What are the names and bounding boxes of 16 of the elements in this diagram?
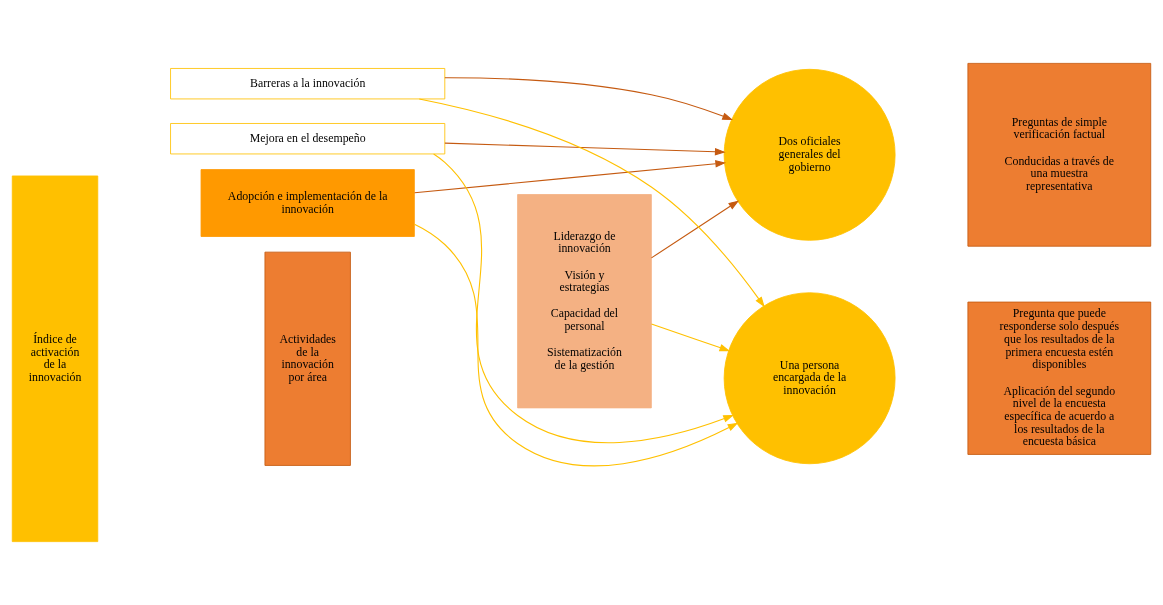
node-box: Liderazgo de innovación Visión y estrategias Capacidad del personal Sistematización de la gestión — [517, 194, 652, 409]
arrow — [444, 142, 726, 156]
node-box: Pregunta que puede responderse solo después que los resultados de la primera encuesta estén disponibles Aplicación del segundo nivel de la encuesta específica de acuerdo a los resultados de la encuesta básica — [967, 301, 1152, 455]
arrow — [418, 98, 765, 308]
arrow — [414, 160, 727, 194]
arrow — [413, 223, 739, 467]
arrow — [444, 77, 733, 120]
node-box: Índice de activación de la innovación — [11, 175, 99, 543]
node-box: Mejora en el desempeño — [170, 123, 446, 155]
node-box: Actividades de la innovación por área — [264, 251, 351, 466]
arrow — [650, 200, 740, 259]
node-box: Preguntas de simple verificación factual Conducidas a través de una muestra representativa — [967, 62, 1152, 247]
node-box: Barreras a la innovación — [170, 68, 446, 100]
arrow — [433, 153, 734, 444]
node-box: Adopción e implementación de la innovación — [200, 169, 415, 237]
arrow — [650, 323, 731, 352]
